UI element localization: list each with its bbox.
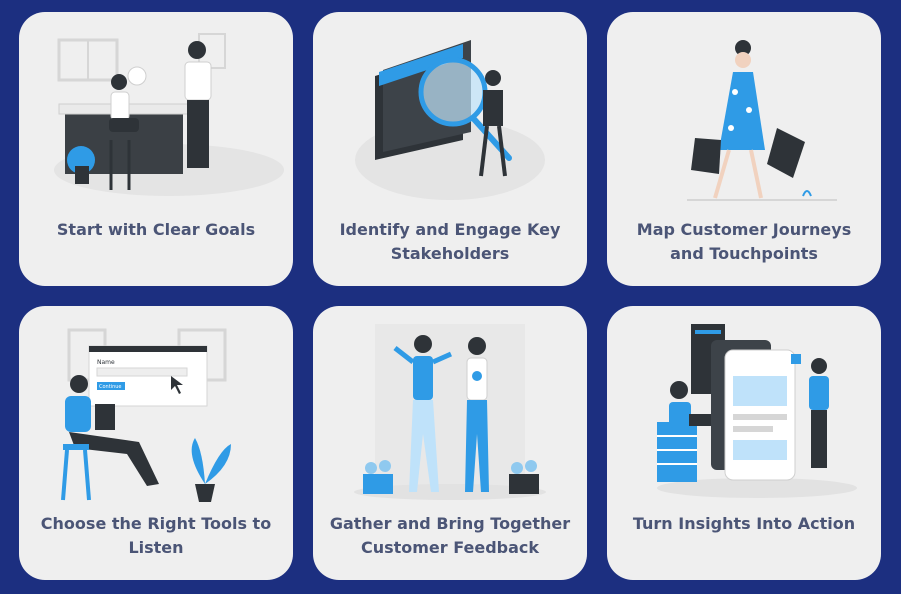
two-people-feedback-illustration <box>354 324 546 500</box>
card-choose-right-tools: Name Continue Choose the Right Tools to … <box>19 306 293 580</box>
card-title: Gather and Bring Together Customer Feedb… <box>329 514 571 557</box>
card-turn-insights-into-action: Turn Insights Into Action <box>607 306 881 580</box>
card-title: Turn Insights Into Action <box>632 514 856 533</box>
card-identify-stakeholders: Identify and Engage Key Stakeholders <box>313 12 587 286</box>
card-gather-feedback: Gather and Bring Together Customer Feedb… <box>313 306 587 580</box>
card-map-customer-journeys: Map Customer Journeys and Touchpoints <box>607 12 881 286</box>
card-title: Identify and Engage Key Stakeholders <box>339 220 561 263</box>
card-title: Map Customer Journeys and Touchpoints <box>636 220 852 263</box>
office-meeting-illustration <box>54 33 284 196</box>
magnifier-screens-illustration <box>355 40 545 200</box>
form-field-label: Name <box>97 359 115 366</box>
card-title: Start with Clear Goals <box>56 220 256 239</box>
tablet-form-illustration: Name Continue <box>61 328 231 502</box>
card-title: Choose the Right Tools to Listen <box>40 514 272 557</box>
form-button-label: Continue <box>99 384 121 390</box>
shopping-walk-illustration <box>687 40 837 201</box>
server-app-insights-illustration <box>657 324 857 498</box>
card-start-with-clear-goals: Start with Clear Goals <box>19 12 293 286</box>
